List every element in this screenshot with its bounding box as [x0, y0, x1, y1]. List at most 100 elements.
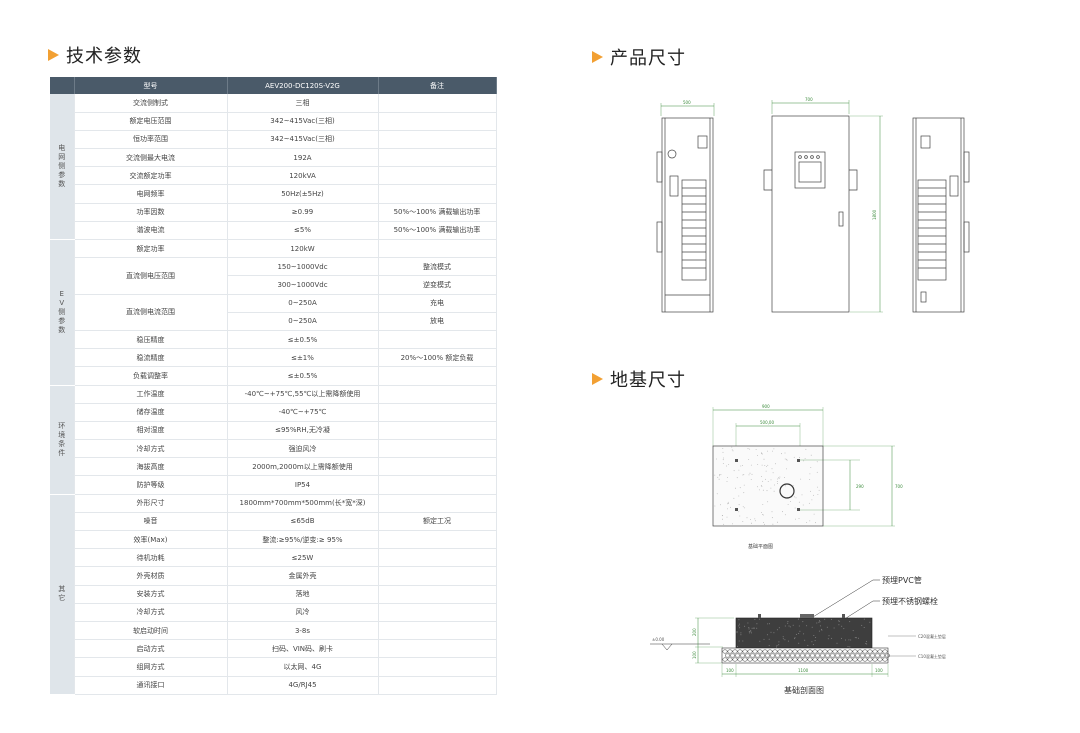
param-remark-cell — [378, 421, 497, 441]
param-remark-cell — [378, 621, 497, 641]
param-remark-cell: 额定工况 — [378, 512, 497, 532]
param-remark-cell — [378, 566, 497, 586]
table-row: 冷却方式强迫风冷 — [50, 439, 497, 459]
param-remark-cell — [378, 166, 497, 186]
param-value-cell: 1800mm*700mm*500mm(长*宽*深) — [227, 494, 379, 513]
param-value-cell: 4G/RJ45 — [227, 676, 379, 695]
table-row: 冷却方式风冷 — [50, 603, 497, 622]
group-label: 电网侧参数 — [58, 144, 66, 188]
header-model: 型号 — [74, 77, 228, 94]
group-label: EV侧参数 — [58, 289, 66, 334]
section-notes: C20混凝土垫层 C10混凝土垫层 — [888, 633, 946, 659]
group-label-cell: 电网侧参数 — [50, 94, 75, 240]
dim-side-width-label: 500 — [683, 100, 691, 105]
param-remark-cell — [378, 184, 497, 204]
plan-dimension-depth: 700 — [823, 445, 903, 527]
param-value-cell: 强迫风冷 — [227, 439, 379, 459]
param-value-cell: ≤25W — [227, 548, 379, 568]
param-value-cell: -40℃~+75℃ — [227, 403, 379, 422]
plan-dim-half-label: 500,00 — [760, 420, 774, 425]
level-mark-label: ±0.00 — [652, 637, 665, 642]
param-remark-cell: 50%～100% 满载输出功率 — [378, 203, 497, 222]
section-concrete-block — [735, 614, 873, 649]
label-pvc: 预埋PVC管 — [882, 575, 922, 585]
param-value-cell: 金属外壳 — [227, 566, 379, 586]
table-row: 待机功耗≤25W — [50, 548, 497, 568]
plan-caption: 基础平面图 — [748, 543, 773, 550]
param-value-cell: 150~1000Vdc — [227, 257, 379, 277]
table-header-row: 型号 AEV200-DC120S-V2G 备注 — [50, 77, 497, 94]
param-name-cell: 噪音 — [74, 512, 228, 532]
param-name-cell: 防护等级 — [74, 475, 228, 495]
param-value-cell: 342~415Vac(三相) — [227, 112, 379, 131]
param-name-cell: 待机功耗 — [74, 548, 228, 568]
param-value-cell: ≤±1% — [227, 348, 379, 368]
dimension-height: 1800 — [850, 115, 883, 313]
plan-dim-depth-label: 700 — [895, 484, 903, 489]
note-top: C20混凝土垫层 — [918, 633, 946, 639]
dimension-front-width: 700 — [771, 97, 850, 114]
param-value-cell: -40℃~+75℃,55℃以上需降额使用 — [227, 385, 379, 404]
param-remark-cell — [378, 603, 497, 622]
dim-height-label: 1800 — [872, 209, 877, 220]
dim-height-top-label: 200 — [692, 628, 697, 636]
param-remark-cell — [378, 585, 497, 604]
size-title-text: 产品尺寸 — [610, 48, 686, 69]
param-remark-cell — [378, 548, 497, 568]
section-leader-pvc: 预埋PVC管 — [807, 575, 922, 621]
table-row: 安装方式落地 — [50, 585, 497, 604]
param-name-cell: 组网方式 — [74, 657, 228, 677]
param-remark-cell — [378, 639, 497, 659]
param-name-cell: 直流侧电压范围 — [74, 257, 228, 295]
section-leader-bolt: 预埋不锈钢螺栓 — [842, 596, 938, 621]
group-label-cell: 环境条件 — [50, 385, 75, 495]
label-bolt: 预埋不锈钢螺栓 — [882, 596, 938, 606]
param-remark-cell — [378, 457, 497, 477]
param-remark-cell — [378, 239, 497, 259]
dim-bottom-mid-label: 1100 — [798, 668, 809, 673]
param-remark-cell — [378, 494, 497, 513]
param-value-cell: IP54 — [227, 475, 379, 495]
spec-section-title: 技术参数 — [48, 42, 142, 68]
param-value-cell: 120kVA — [227, 166, 379, 186]
param-name-cell: 恒功率范围 — [74, 130, 228, 150]
foundation-section-title: 地基尺寸 — [592, 366, 686, 392]
param-name-cell: 工作温度 — [74, 385, 228, 404]
param-value-cell: 0~250A — [227, 312, 379, 331]
table-row: 谐波电流≤5%50%～100% 满载输出功率 — [50, 221, 497, 241]
param-value-cell: ≤±0.5% — [227, 366, 379, 386]
param-name-cell: 效率(Max) — [74, 530, 228, 550]
param-value-cell: 三相 — [227, 94, 379, 113]
section-gravel-layer — [721, 647, 890, 664]
param-remark-cell: 20%～100% 额定负载 — [378, 348, 497, 368]
param-name-cell: 谐波电流 — [74, 221, 228, 241]
param-value-cell: 50Hz(±5Hz) — [227, 184, 379, 204]
param-remark-cell: 整流模式 — [378, 257, 497, 277]
param-name-cell: 相对湿度 — [74, 421, 228, 441]
table-row: 外壳材质金属外壳 — [50, 566, 497, 586]
plan-dimension-total: 900 — [712, 404, 824, 446]
note-bottom: C10混凝土垫层 — [918, 653, 946, 659]
triangle-bullet-icon — [592, 51, 603, 63]
param-value-cell: 192A — [227, 148, 379, 168]
plan-dim-total-label: 900 — [762, 404, 770, 409]
section-bottom-dims: 100 1100 100 — [721, 664, 889, 677]
param-name-cell: 软启动时间 — [74, 621, 228, 641]
param-remark-cell: 逆变模式 — [378, 275, 497, 295]
param-remark-cell — [378, 385, 497, 404]
param-remark-cell: 放电 — [378, 312, 497, 331]
table-row: 稳压精度≤±0.5% — [50, 330, 497, 350]
param-remark-cell — [378, 94, 497, 113]
